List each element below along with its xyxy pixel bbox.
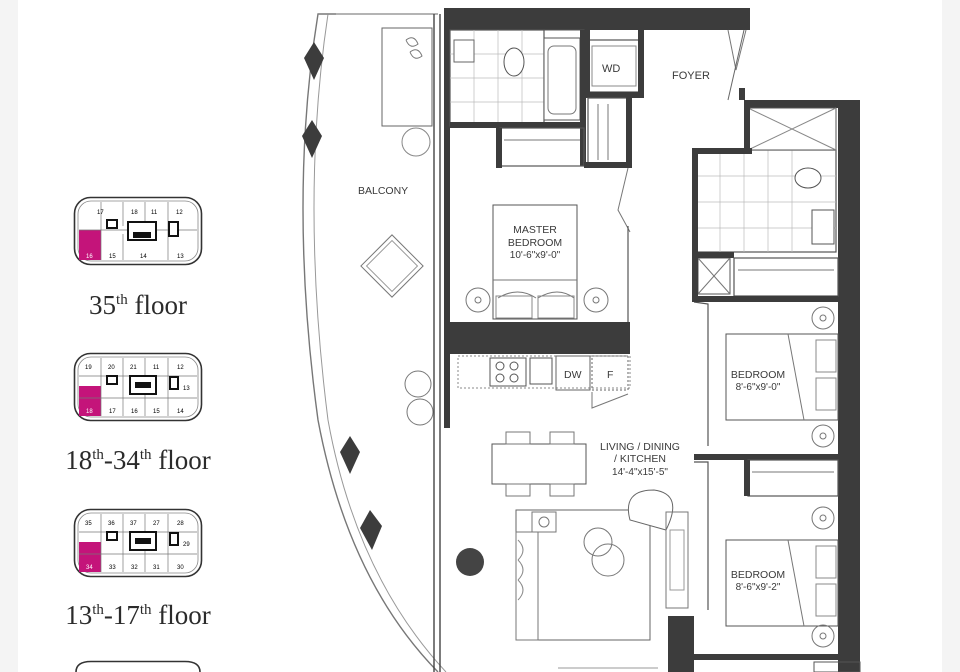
wall [584,92,644,98]
living-label: / KITCHEN [614,453,666,465]
unit-label: 13 [183,386,190,392]
foyer-label: FOYER [672,70,710,82]
balcony-column [304,42,324,80]
wall [744,460,750,496]
toilet-icon [794,167,822,189]
unit-label: 31 [153,565,160,571]
wall [496,128,502,168]
unit-label: 28 [177,521,184,527]
unit-label: 20 [108,365,115,371]
unit-label: 37 [130,521,137,527]
wall [694,654,860,660]
unit-label: 16 [86,254,93,260]
unit-label: 18 [131,210,138,216]
bed [725,333,839,421]
unit-label: 15 [109,254,116,260]
wall [584,162,632,168]
wall [450,322,630,354]
key-plan-highlight-unit [79,230,101,260]
unit-label: 12 [176,210,183,216]
unit-label: 12 [177,365,184,371]
key-plan-35th-floor: 17 18 11 12 16 15 14 13 [73,196,203,266]
wall [584,30,590,96]
unit-label: 36 [108,521,115,527]
wall [692,252,734,258]
washer-dryer-label: WD [602,63,620,75]
wall [694,454,838,460]
bed [725,539,839,627]
floor-caption: 35th floor [89,290,187,320]
dining-table [491,443,587,485]
key-plan-partial [73,660,203,672]
unit-label: 32 [131,565,138,571]
balcony-column [340,436,360,474]
floor-caption: 18th-34th floor [65,445,211,475]
wall [692,148,752,154]
unit-label: 21 [130,365,137,371]
key-plan-highlight-unit [79,386,101,416]
unit-label: 18 [86,409,93,415]
unit-label: 14 [140,254,147,260]
wall [450,122,584,128]
armchair [628,489,674,531]
wall [626,96,632,168]
wall [444,8,750,30]
master-bed [492,204,578,320]
wall [744,100,750,154]
wall [744,100,860,108]
master-bedroom-size: 10'-6"x9'-0" [510,250,561,261]
unit-label: 17 [97,210,104,216]
wall [444,8,450,428]
balcony-column [302,120,322,158]
wall [580,30,586,166]
wall [694,296,838,302]
wall [668,616,694,672]
key-plan-18th-34th-floor: 19 20 21 11 12 13 18 17 16 15 14 [73,352,203,422]
fridge-label: F [607,369,613,381]
bedroom-2-label: BEDROOM [731,569,785,581]
sofa [515,509,651,641]
wall [838,100,860,672]
wall [638,30,644,96]
unit-label: 19 [85,365,92,371]
balcony-outline [302,13,439,672]
balcony-column [360,510,382,550]
floor-plan-page: 17 18 11 12 16 15 14 13 35th floor 19 [18,0,942,672]
wall [692,252,698,302]
floor-caption: 13th-17th floor [65,600,211,630]
unit-label: 16 [131,409,138,415]
unit-label: 13 [177,254,184,260]
master-bedroom-label: MASTER [513,224,557,236]
wall [692,148,698,258]
bedroom-1-label: BEDROOM [731,369,785,381]
unit-label: 35 [85,521,92,527]
living-size: 14'-4"x15'-5" [612,467,668,478]
key-plan-13th-17th-floor: 35 36 37 27 28 29 34 33 32 31 30 [73,508,203,578]
living-label: LIVING / DINING [600,441,680,453]
dishwasher-label: DW [564,369,582,381]
unit-label: 17 [109,409,116,415]
unit-label: 27 [153,521,160,527]
unit-label: 11 [153,365,160,371]
unit-label: 29 [183,542,190,548]
balcony-table [360,234,424,298]
side-table [456,548,484,576]
unit-label: 14 [177,409,184,415]
unit-label: 15 [153,409,160,415]
unit-label: 11 [151,210,158,216]
key-plan-highlight-unit [79,542,101,572]
bedroom-2-size: 8'-6"x9'-2" [736,582,781,593]
unit-floor-plan: BALCONY WD [302,8,861,672]
unit-label: 33 [109,565,116,571]
unit-label: 34 [86,565,93,571]
unit-label: 30 [177,565,184,571]
master-bedroom-label: BEDROOM [508,237,562,249]
toilet-icon [503,47,525,77]
bedroom-1-size: 8'-6"x9'-0" [736,382,781,393]
balcony-label: BALCONY [358,185,408,197]
